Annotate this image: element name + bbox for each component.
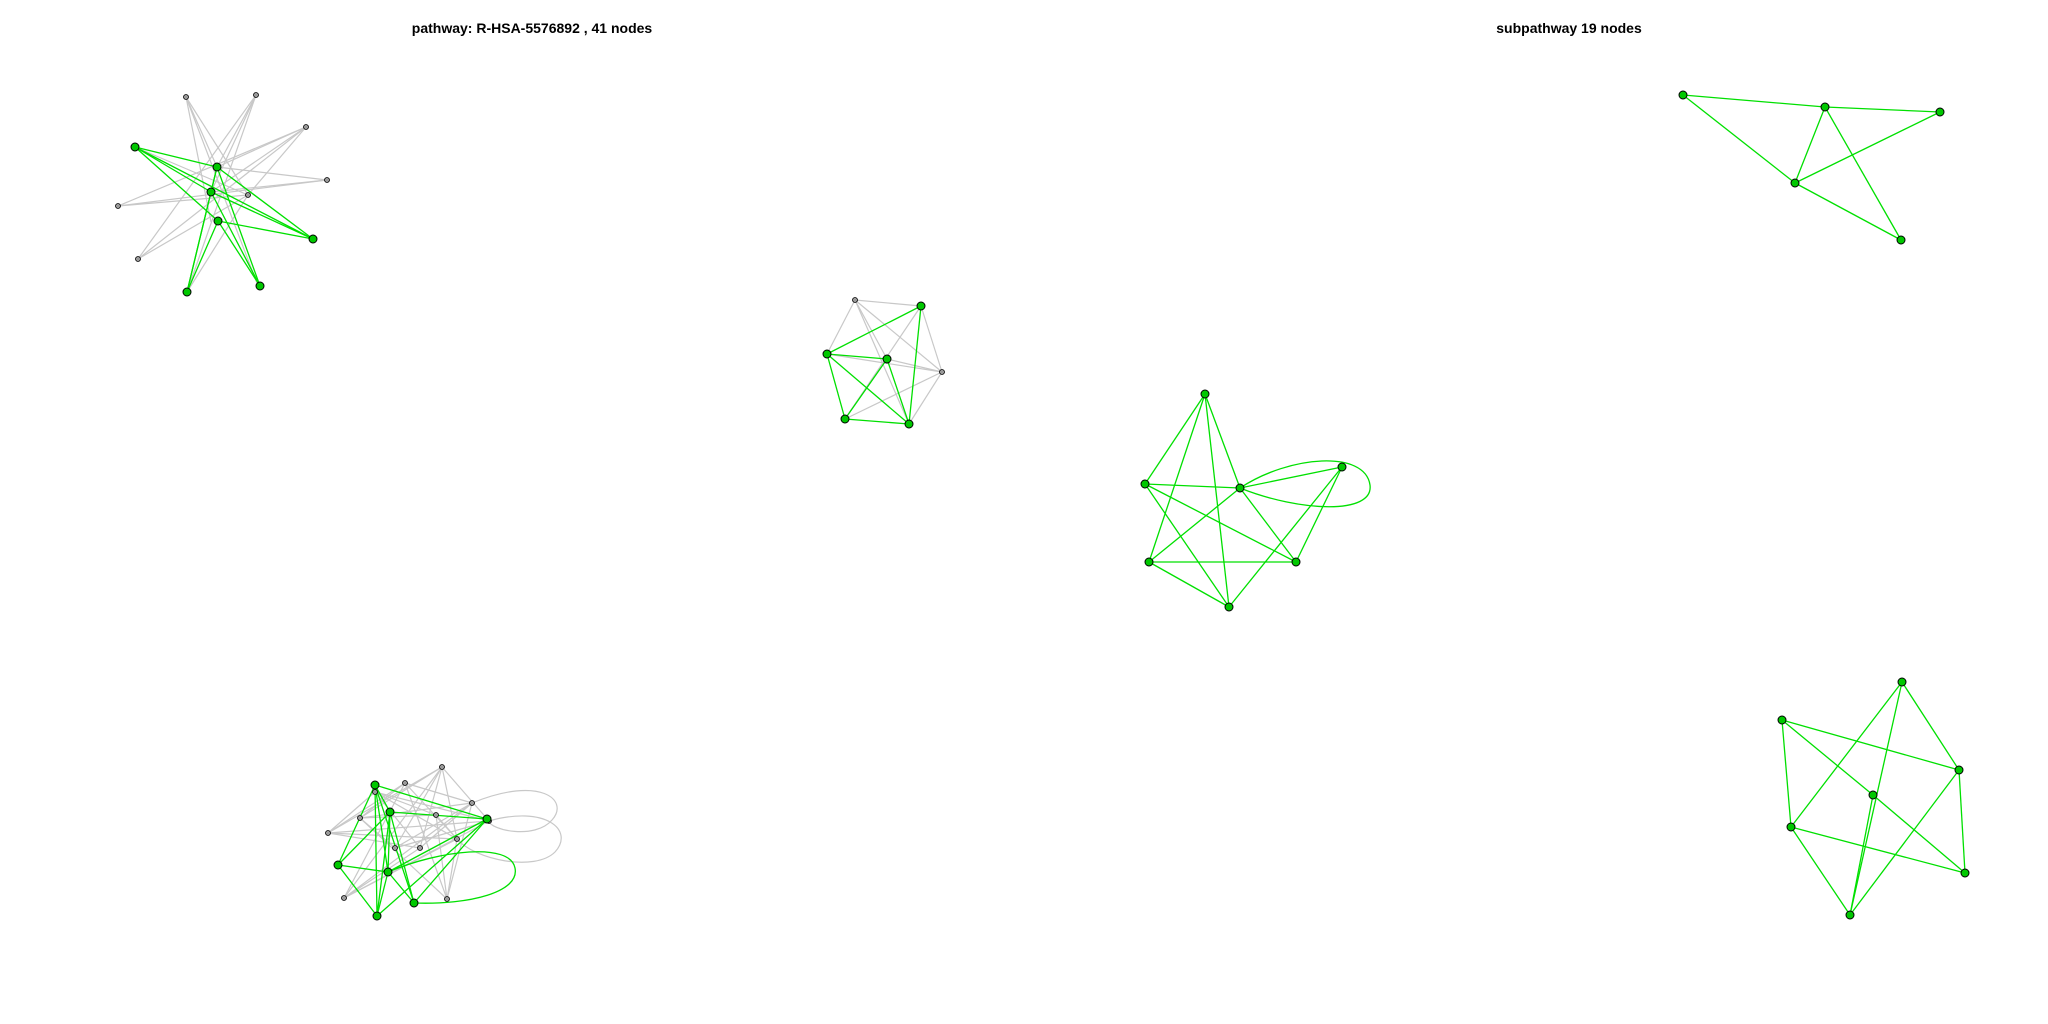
component-star [115, 92, 330, 297]
node-highlighted [882, 354, 892, 364]
node-highlighted [1868, 790, 1878, 800]
node [253, 92, 259, 98]
node [433, 812, 439, 818]
node-highlighted [372, 911, 382, 921]
subpathway-panel [1140, 90, 1970, 920]
node-highlighted [916, 301, 926, 311]
node-highlighted [1678, 90, 1688, 100]
node-highlighted [1786, 822, 1796, 832]
node-highlighted [212, 162, 222, 172]
node [325, 830, 331, 836]
node [372, 789, 378, 795]
component-dense-cluster [325, 764, 562, 921]
node-highlighted [333, 860, 343, 870]
background-edges [117, 94, 328, 293]
node-highlighted [308, 234, 318, 244]
highlighted-edges [1682, 94, 1941, 241]
node-highlighted [482, 814, 492, 824]
node-highlighted [1790, 178, 1800, 188]
node [115, 203, 121, 209]
node [392, 845, 398, 851]
node-highlighted [213, 216, 223, 226]
node-highlighted [1337, 462, 1347, 472]
node [183, 94, 189, 100]
node-highlighted [409, 898, 419, 908]
pathway-title: pathway: R-HSA-5576892 , 41 nodes [411, 20, 653, 36]
node-highlighted [1845, 910, 1855, 920]
highlighted-edges [134, 146, 314, 293]
node-highlighted [904, 419, 914, 429]
nodes [1777, 677, 1970, 920]
node-highlighted [383, 867, 393, 877]
node-highlighted [1954, 765, 1964, 775]
nodes [325, 764, 492, 921]
background-edges [327, 766, 562, 900]
node-highlighted [206, 187, 216, 197]
node [245, 192, 251, 198]
nodes [115, 92, 330, 297]
node-highlighted [1140, 479, 1150, 489]
highlighted-edges [826, 305, 922, 425]
highlighted-edges [1781, 681, 1966, 916]
node-highlighted [130, 142, 140, 152]
node [324, 177, 330, 183]
pathway-panel [115, 92, 945, 921]
node [939, 369, 945, 375]
nodes [822, 297, 945, 429]
node [852, 297, 858, 303]
node-highlighted [1896, 235, 1906, 245]
node-highlighted [1897, 677, 1907, 687]
node [454, 836, 460, 842]
highlighted-edges [1144, 393, 1371, 608]
node-highlighted [1200, 389, 1210, 399]
nodes [1678, 90, 1945, 245]
node [417, 845, 423, 851]
node-highlighted [255, 281, 265, 291]
node-highlighted [1224, 602, 1234, 612]
node [444, 896, 450, 902]
node [135, 256, 141, 262]
subpathway-title: subpathway 19 nodes [1496, 20, 1642, 36]
node-highlighted [182, 287, 192, 297]
component-heptagon [822, 297, 945, 429]
node-highlighted [1291, 557, 1301, 567]
component-hexagon [1777, 677, 1970, 920]
node [357, 815, 363, 821]
node [402, 780, 408, 786]
node [439, 764, 445, 770]
component-pentagon [1140, 389, 1371, 612]
node [303, 124, 309, 130]
node-highlighted [370, 780, 380, 790]
node-highlighted [1144, 557, 1154, 567]
node-highlighted [822, 349, 832, 359]
node-highlighted [1935, 107, 1945, 117]
node-highlighted [1820, 102, 1830, 112]
nodes [1140, 389, 1347, 612]
node-highlighted [1777, 715, 1787, 725]
node-highlighted [385, 807, 395, 817]
node-highlighted [1235, 483, 1245, 493]
node-highlighted [840, 414, 850, 424]
node-highlighted [1960, 868, 1970, 878]
node [341, 895, 347, 901]
component-triangle [1678, 90, 1945, 245]
node [469, 800, 475, 806]
